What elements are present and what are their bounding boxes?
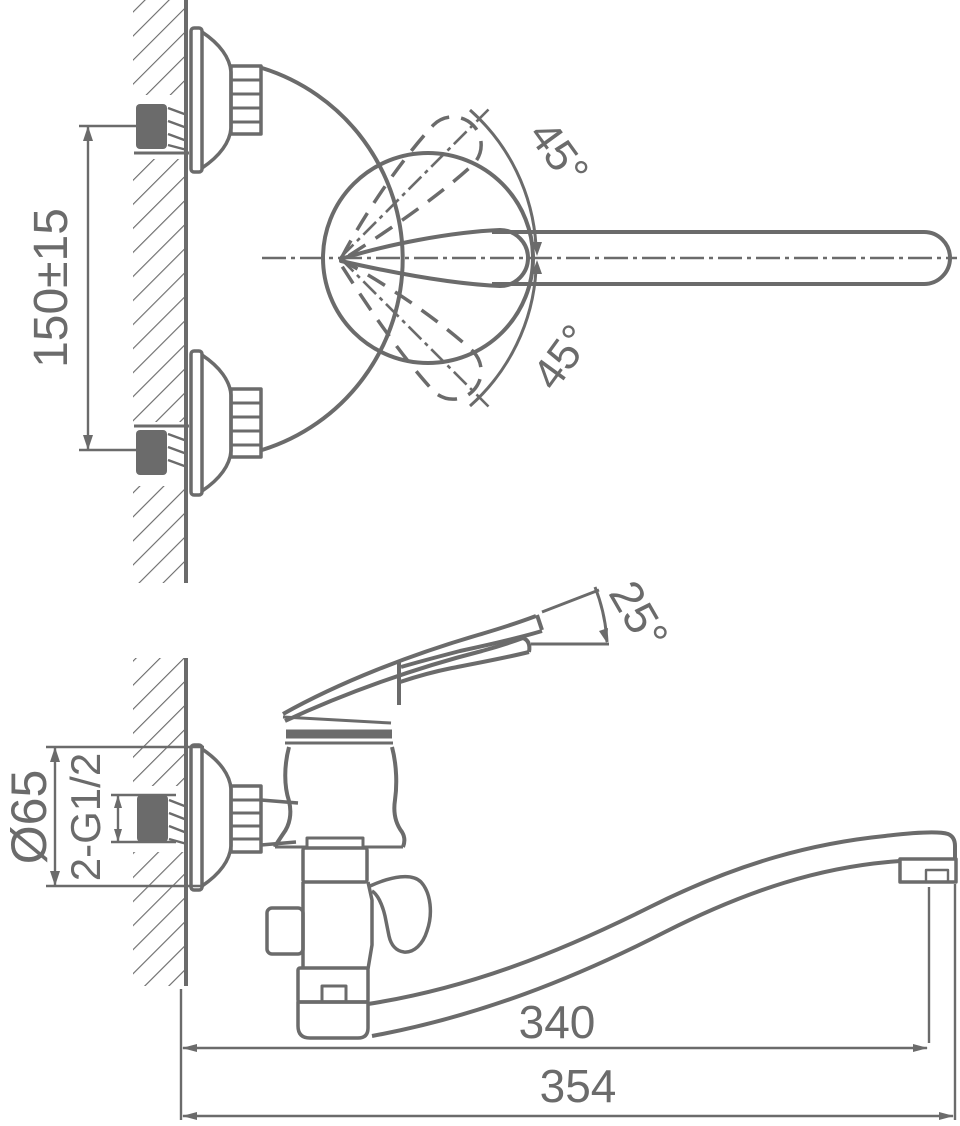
dim-label-overall-reach: 354 bbox=[540, 1060, 617, 1112]
handle-plan-center-position bbox=[339, 228, 530, 288]
plan-view: 45° 45° 150±15 bbox=[25, 0, 957, 583]
diverter-assembly bbox=[265, 836, 433, 1040]
escutcheon-side bbox=[189, 743, 299, 892]
dimension-overall-reach: 354 bbox=[179, 884, 957, 1120]
diverter-knob bbox=[369, 874, 433, 954]
body-flange-outline bbox=[261, 66, 405, 452]
supply-pipe-section-bottom bbox=[134, 424, 189, 475]
handle-lift-angle bbox=[531, 586, 609, 646]
escutcheon-bottom bbox=[189, 349, 263, 497]
dimension-thread bbox=[111, 793, 176, 844]
dim-label-escutcheon-diameter: Ø65 bbox=[1, 770, 57, 865]
mixer-body-side bbox=[273, 729, 407, 849]
handle-side bbox=[282, 614, 544, 725]
spout-side bbox=[367, 830, 958, 1038]
dim-label-thread-spec: 2-G1/2 bbox=[62, 753, 109, 881]
dimension-escutcheon-diameter: Ø65 2-G1/2 bbox=[1, 745, 204, 888]
handle-plan-phantom-upper bbox=[339, 108, 490, 262]
supply-pipe-section-top bbox=[134, 104, 189, 155]
dimension-spout-reach: 340 bbox=[182, 887, 931, 1052]
swivel-angle-arc bbox=[469, 108, 542, 408]
supply-pipe-section-side bbox=[137, 795, 188, 846]
angle-label-45-upper: 45° bbox=[519, 112, 598, 195]
escutcheon-top bbox=[189, 26, 263, 174]
wall-hatch-top bbox=[133, 0, 187, 583]
dim-label-mount-distance: 150±15 bbox=[25, 208, 78, 368]
angle-label-45-lower: 45° bbox=[523, 316, 602, 399]
handle-plan-phantom-lower bbox=[336, 257, 490, 408]
elevation-view: Ø65 2-G1/2 25° bbox=[1, 572, 958, 1120]
aerator bbox=[898, 857, 958, 884]
dim-label-spout-reach: 340 bbox=[519, 996, 596, 1048]
dimension-mount-distance: 150±15 bbox=[25, 124, 136, 452]
angle-label-25: 25° bbox=[599, 572, 679, 658]
spout-holder bbox=[296, 1000, 370, 1040]
